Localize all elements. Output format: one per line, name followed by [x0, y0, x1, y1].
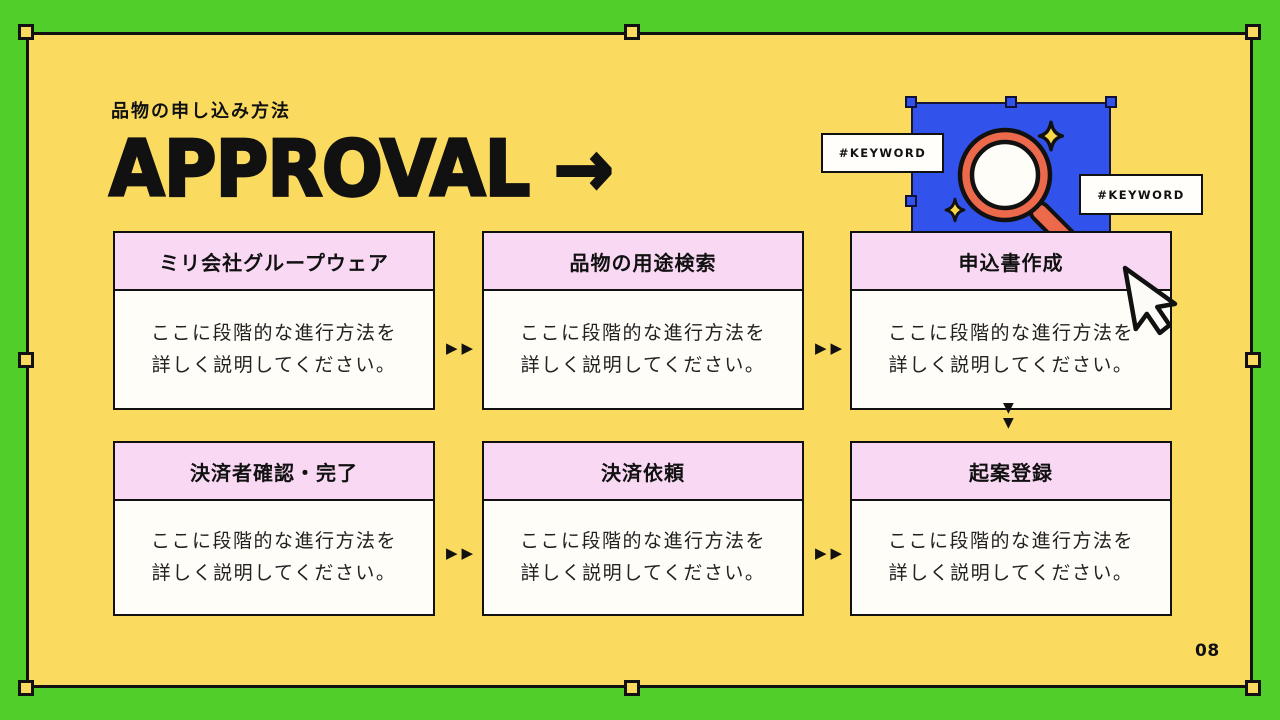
- flow-box-approver-confirm[interactable]: 決済者確認・完了 ここに段階的な進行方法を詳しく説明してください。: [113, 441, 435, 616]
- arrow-down-icon: ▼: [1003, 414, 1014, 431]
- flow-arrow-right: ▶ ▶: [815, 341, 842, 356]
- slide-title-text[interactable]: APPROVAL →: [108, 122, 615, 215]
- flow-box-body: ここに段階的な進行方法を詳しく説明してください。: [887, 322, 1134, 376]
- flow-box-usage-search[interactable]: 品物の用途検索 ここに段階的な進行方法を詳しく説明してください。: [482, 231, 804, 410]
- flow-box-title: 申込書作成: [852, 233, 1170, 291]
- slide-selection-handle-bottom-left[interactable]: [18, 680, 34, 696]
- arrow-right-icon: ▶: [815, 544, 827, 562]
- flow-box-title: 決済依頼: [484, 443, 802, 501]
- flow-box-settlement-request[interactable]: 決済依頼 ここに段階的な進行方法を詳しく説明してください。: [482, 441, 804, 616]
- arrow-right-icon: ▶: [815, 339, 827, 357]
- slide-selection-handle-mid-right[interactable]: [1245, 352, 1261, 368]
- flow-box-body: ここに段階的な進行方法を詳しく説明してください。: [519, 530, 766, 584]
- flow-box-application-form[interactable]: 申込書作成 ここに段階的な進行方法を詳しく説明してください。: [850, 231, 1172, 410]
- slide-selection-handle-top-right[interactable]: [1245, 24, 1261, 40]
- flow-box-title: 品物の用途検索: [484, 233, 802, 291]
- slide-selection-handle-bottom-right[interactable]: [1245, 680, 1261, 696]
- slide-selection-handle-top-mid[interactable]: [624, 24, 640, 40]
- flow-box-title: ミリ会社グループウェア: [115, 233, 433, 291]
- keyword-tag-right[interactable]: #KEYWORD: [1079, 174, 1203, 215]
- flow-arrow-right: ▶ ▶: [815, 546, 842, 561]
- flow-box-body: ここに段階的な進行方法を詳しく説明してください。: [519, 322, 766, 376]
- slide-selection-handle-mid-left[interactable]: [18, 352, 34, 368]
- slide-selection-handle-top-left[interactable]: [18, 24, 34, 40]
- arrow-right-icon: ▶: [830, 339, 843, 357]
- flow-arrow-right: ▶ ▶: [446, 341, 473, 356]
- flow-box-groupware[interactable]: ミリ会社グループウェア ここに段階的な進行方法を詳しく説明してください。: [113, 231, 435, 410]
- image-selection-handle-top-right[interactable]: [1105, 96, 1117, 108]
- flow-box-body: ここに段階的な進行方法を詳しく説明してください。: [887, 530, 1134, 584]
- flow-box-body: ここに段階的な進行方法を詳しく説明してください。: [150, 530, 397, 584]
- arrow-down-icon: ▼: [1003, 400, 1014, 416]
- image-selection-handle-top-mid[interactable]: [1005, 96, 1017, 108]
- flow-box-title: 起案登録: [852, 443, 1170, 501]
- flow-box-draft-registration[interactable]: 起案登録 ここに段階的な進行方法を詳しく説明してください。: [850, 441, 1172, 616]
- arrow-right-icon: ▶: [461, 339, 474, 357]
- page-number: 08: [1195, 641, 1220, 661]
- slide-page[interactable]: 品物の申し込み方法 APPROVAL → #KEYWORD #KEYWORD ミ…: [26, 32, 1253, 688]
- flow-box-body: ここに段階的な進行方法を詳しく説明してください。: [150, 322, 397, 376]
- flow-arrow-right: ▶ ▶: [446, 546, 473, 561]
- flow-arrow-down: ▼ ▼: [1003, 400, 1014, 431]
- slide-selection-handle-bottom-mid[interactable]: [624, 680, 640, 696]
- cursor-arrow-graphic[interactable]: [1119, 260, 1219, 370]
- keyword-tag-right-label: #KEYWORD: [1097, 187, 1185, 202]
- flow-box-title: 決済者確認・完了: [115, 443, 433, 501]
- arrow-right-icon: ▶: [830, 544, 843, 562]
- keyword-tag-left-label: #KEYWORD: [838, 146, 927, 160]
- slide-kicker-text[interactable]: 品物の申し込み方法: [111, 101, 291, 122]
- arrow-right-icon: ▶: [461, 544, 474, 562]
- arrow-right-icon: ▶: [446, 544, 458, 562]
- image-selection-handle-mid-left[interactable]: [905, 195, 917, 207]
- keyword-tag-left[interactable]: #KEYWORD: [821, 133, 944, 173]
- arrow-right-icon: ▶: [446, 339, 458, 357]
- image-selection-handle-top-left[interactable]: [905, 96, 917, 108]
